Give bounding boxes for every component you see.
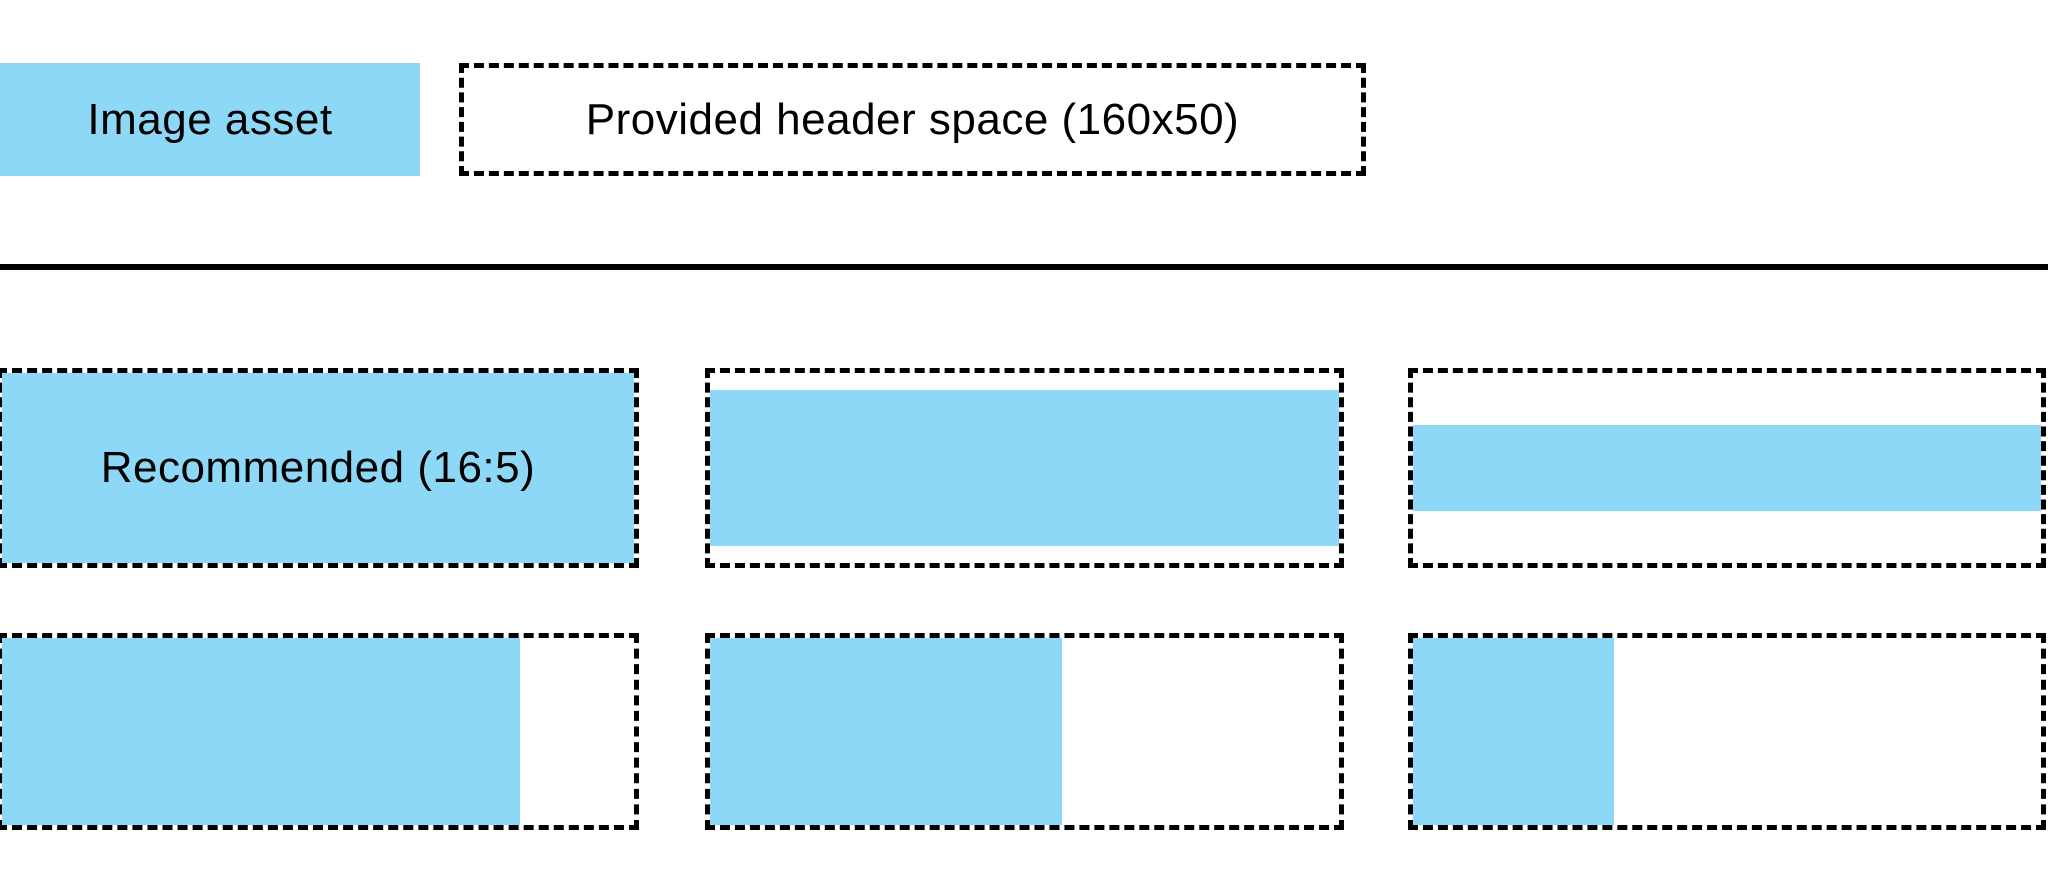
image-asset-swatch: Image asset — [0, 63, 420, 176]
example-box-tallest-pillarboxed-large — [1408, 633, 2046, 830]
image-asset-label: Image asset — [87, 94, 333, 144]
image-asset-fill-tall — [2, 638, 521, 825]
image-asset-fill-recommended: Recommended (16:5) — [2, 373, 634, 563]
image-asset-fill-taller — [710, 638, 1063, 825]
divider-line — [0, 264, 2048, 270]
image-asset-fill-wide — [710, 390, 1339, 546]
image-asset-fill-very-wide — [1413, 425, 2041, 511]
example-box-tall-pillarboxed-small — [0, 633, 639, 830]
example-box-wide-letterboxed-small — [705, 368, 1344, 568]
example-box-very-wide-letterboxed-large — [1408, 368, 2046, 568]
recommended-ratio-label: Recommended (16:5) — [100, 443, 536, 492]
provided-header-space-box: Provided header space (160x50) — [459, 63, 1366, 176]
provided-header-space-label: Provided header space (160x50) — [585, 94, 1240, 144]
example-box-recommended-16-5: Recommended (16:5) — [0, 368, 639, 568]
image-asset-fill-tallest — [1413, 638, 1614, 825]
example-box-taller-pillarboxed-medium — [705, 633, 1344, 830]
